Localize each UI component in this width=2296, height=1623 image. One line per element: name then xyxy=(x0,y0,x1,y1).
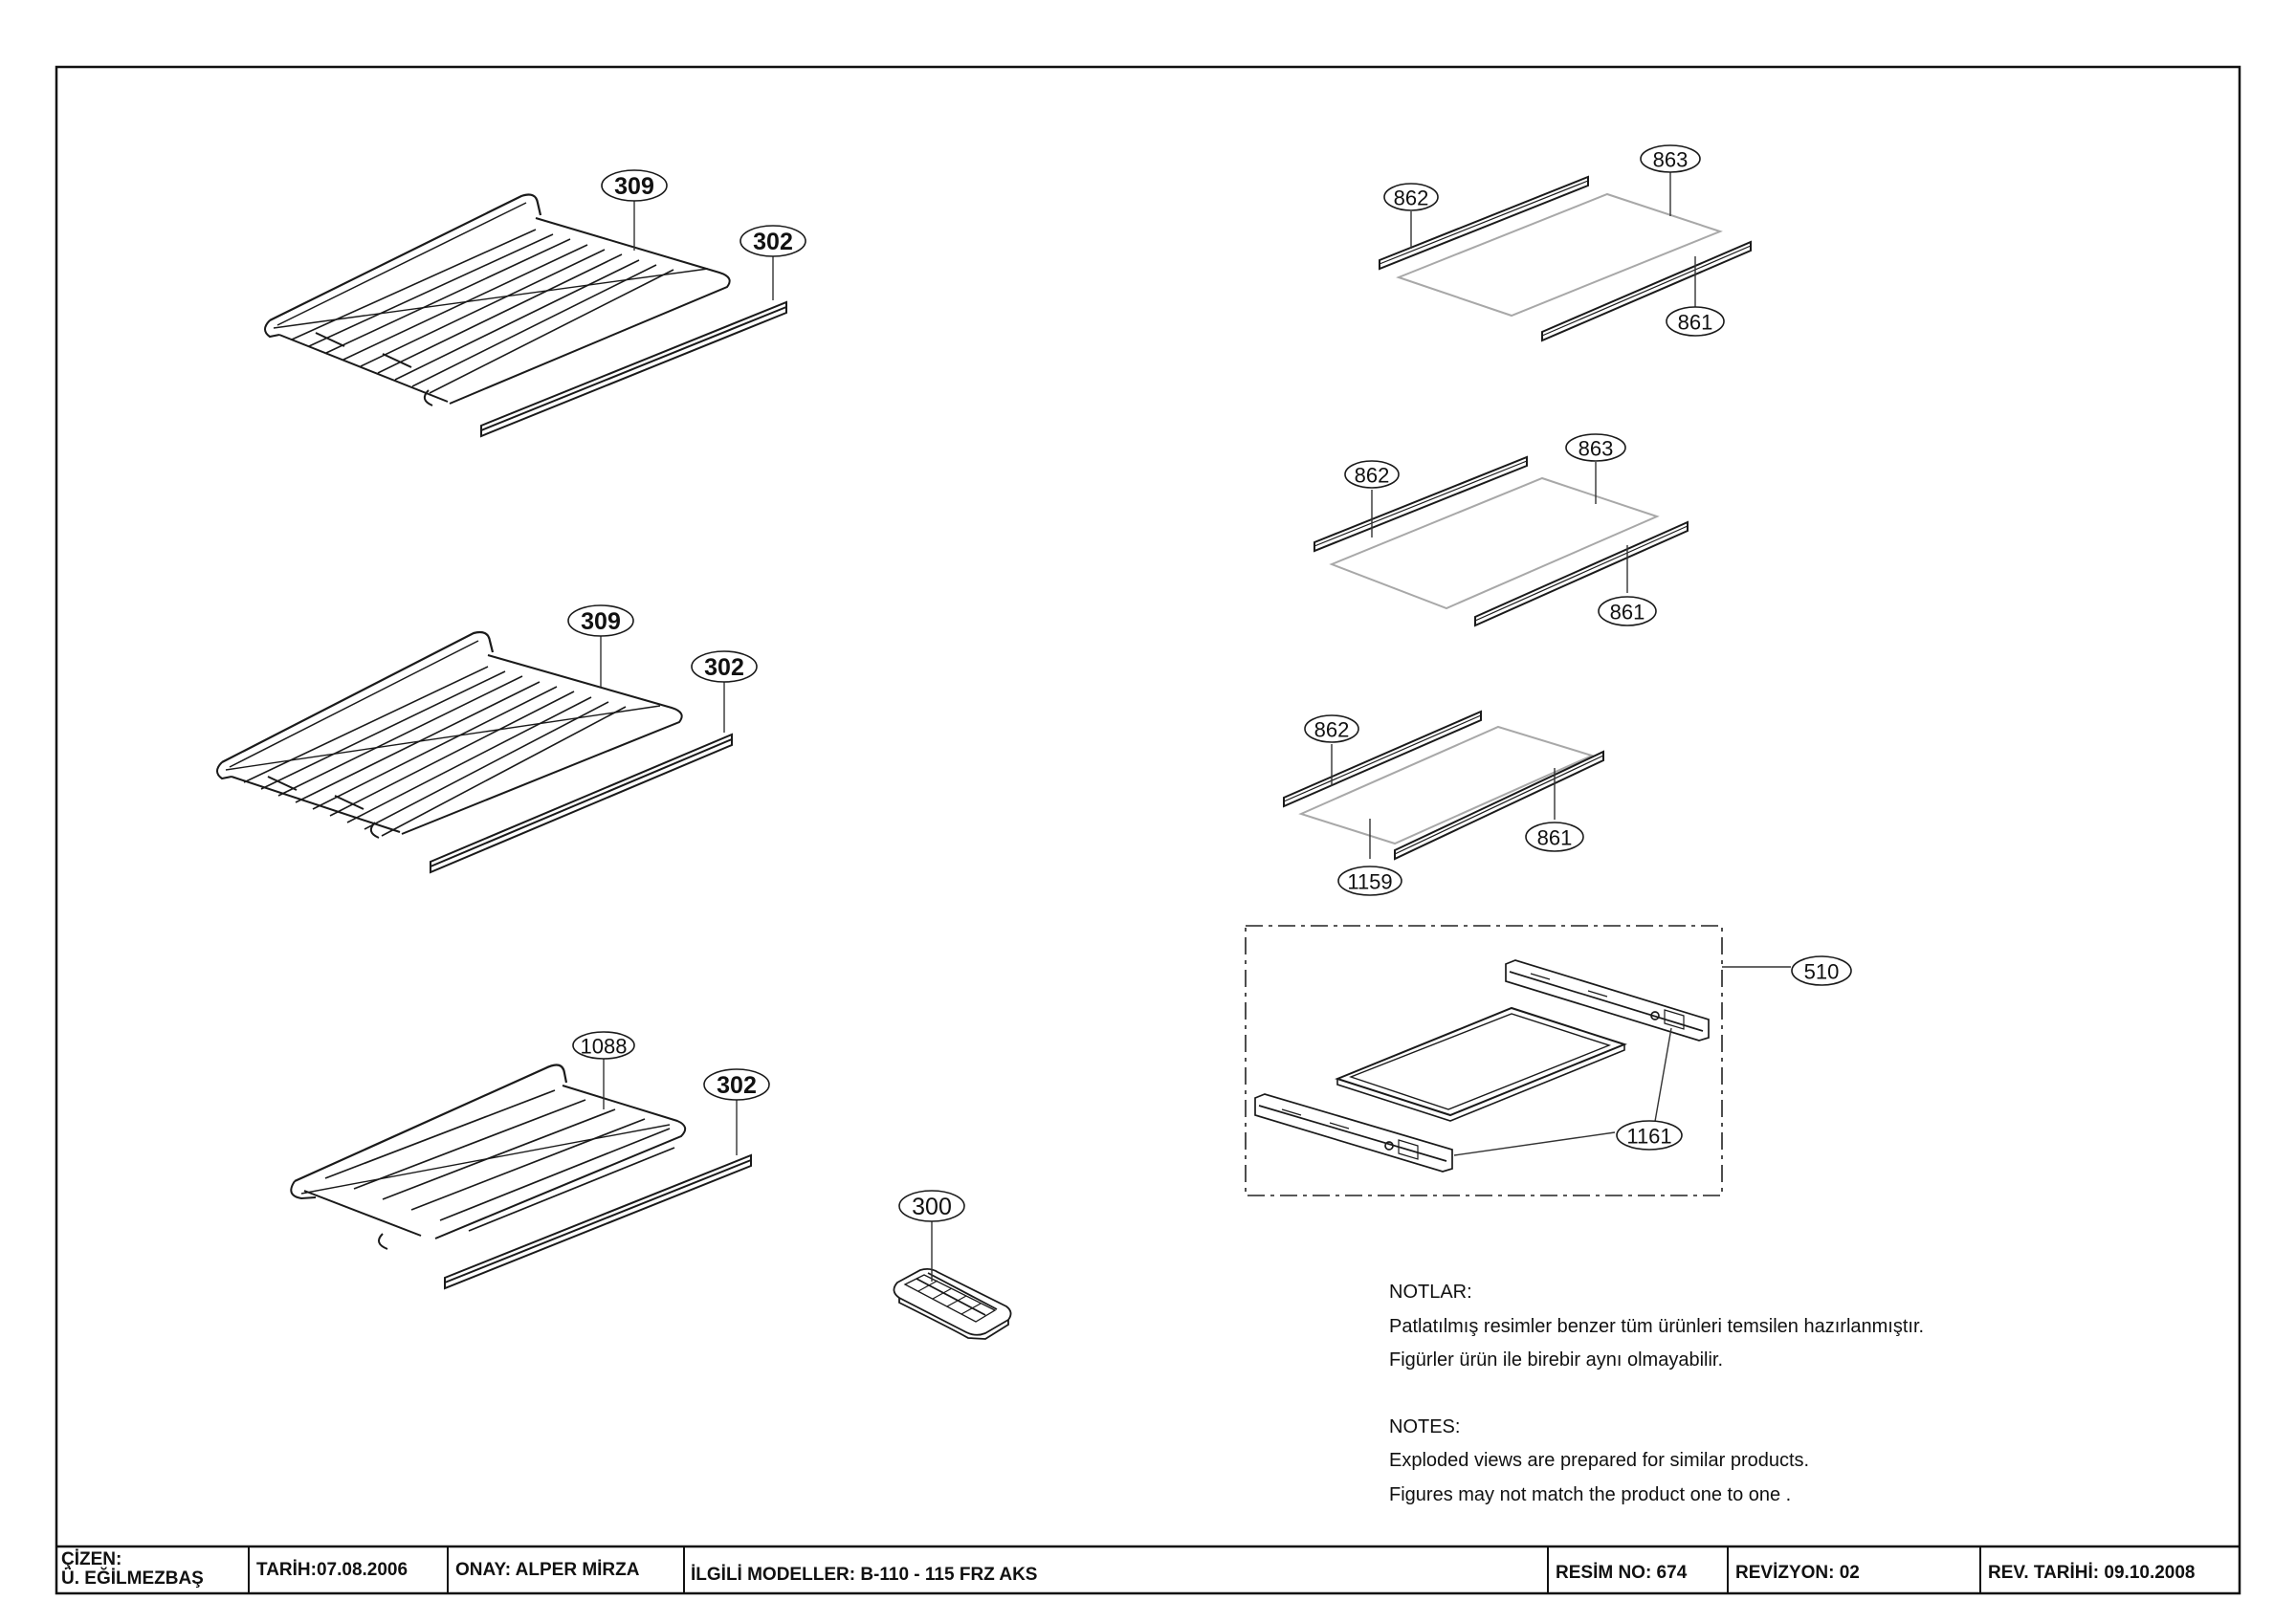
callout-510: 510 xyxy=(1791,955,1852,986)
revision-number: REVİZYON: 02 xyxy=(1735,1563,1860,1583)
notes-tr-line-1: Patlatılmış resimler benzer tüm ürünleri… xyxy=(1389,1316,1924,1337)
callout-label: 863 xyxy=(1653,148,1689,172)
strip-302-top xyxy=(480,300,787,438)
drawing-date: TARİH:07.08.2006 xyxy=(256,1560,408,1580)
glass-tray xyxy=(1335,1006,1627,1122)
related-models: İLGİLİ MODELLER: B-110 - 115 FRZ AKS xyxy=(691,1565,1037,1585)
callout-302-bottom: 302 xyxy=(703,1068,770,1101)
callout-label: 302 xyxy=(704,654,744,681)
assembly-510-boundary xyxy=(1245,925,1723,1196)
notes-en-heading: NOTES: xyxy=(1389,1416,1460,1437)
callout-label: 302 xyxy=(753,229,793,255)
callout-label: 861 xyxy=(1537,826,1573,850)
title-block: ÇİZEN: Ü. EĞİLMEZBAŞ TARİH:07.08.2006 ON… xyxy=(56,1545,2240,1593)
revision-date: REV. TARİHİ: 09.10.2008 xyxy=(1988,1563,2196,1583)
slide-rail-right xyxy=(1505,959,1710,1042)
callout-label: 302 xyxy=(717,1072,757,1099)
notes-tr-line-2: Figürler ürün ile birebir aynı olmayabil… xyxy=(1389,1349,1723,1371)
notes-en-line-1: Exploded views are prepared for similar … xyxy=(1389,1450,1809,1471)
callout-309-middle: 309 xyxy=(567,604,634,637)
callout-label: 300 xyxy=(912,1194,952,1220)
strip-302-middle xyxy=(430,733,733,874)
callout-label: 862 xyxy=(1394,186,1429,210)
callout-1159: 1159 xyxy=(1337,866,1402,896)
notes-tr-heading: NOTLAR: xyxy=(1389,1282,1472,1303)
drawn-by-label: ÇİZEN: xyxy=(61,1549,121,1569)
leader-lines xyxy=(600,172,1791,1282)
callout-302-top: 302 xyxy=(740,225,806,257)
callout-label: 863 xyxy=(1578,437,1614,461)
callout-label: 1088 xyxy=(581,1035,628,1059)
glass-shelf-bottom xyxy=(1283,710,1604,861)
drawn-by-name: Ü. EĞİLMEZBAŞ xyxy=(61,1568,204,1589)
strip-302-bottom xyxy=(444,1153,752,1290)
callout-863-middle: 863 xyxy=(1565,433,1626,462)
callout-862-top: 862 xyxy=(1383,183,1439,211)
callout-1161: 1161 xyxy=(1616,1120,1683,1151)
callout-302-middle: 302 xyxy=(691,650,758,683)
callout-label: 861 xyxy=(1610,601,1645,625)
slide-rail-left xyxy=(1254,1093,1453,1173)
ice-tray-300 xyxy=(893,1267,1012,1340)
notes-en-line-2: Figures may not match the product one to… xyxy=(1389,1484,1791,1505)
callout-861-middle: 861 xyxy=(1598,596,1657,626)
approved-by: ONAY: ALPER MİRZA xyxy=(455,1560,640,1580)
callout-862-middle: 862 xyxy=(1344,460,1400,489)
callout-label: 862 xyxy=(1355,464,1390,488)
callout-861-bottom: 861 xyxy=(1525,822,1584,852)
callout-label: 309 xyxy=(581,608,621,635)
glass-shelf-top xyxy=(1379,175,1752,342)
callout-300: 300 xyxy=(898,1190,965,1222)
callout-label: 309 xyxy=(614,173,654,200)
callout-label: 862 xyxy=(1314,718,1350,742)
callout-309-top: 309 xyxy=(601,169,668,202)
callout-label: 861 xyxy=(1678,311,1713,335)
callout-label: 510 xyxy=(1804,960,1840,984)
notes-block: NOTLAR: Patlatılmış resimler benzer tüm … xyxy=(1389,1282,1924,1505)
drawing-number: RESİM NO: 674 xyxy=(1556,1563,1688,1583)
wire-shelf-309-middle xyxy=(216,630,683,839)
callout-1088: 1088 xyxy=(572,1031,635,1060)
drawing-frame xyxy=(55,65,2241,1595)
callout-862-bottom: 862 xyxy=(1304,714,1359,743)
callout-label: 1159 xyxy=(1347,870,1392,894)
wire-shelf-309-top xyxy=(264,193,731,406)
callout-863-top: 863 xyxy=(1640,144,1701,173)
glass-shelf-middle xyxy=(1314,455,1689,627)
wire-shelf-1088 xyxy=(290,1064,687,1250)
callout-label: 1161 xyxy=(1626,1125,1671,1149)
callout-861-top: 861 xyxy=(1666,306,1725,337)
